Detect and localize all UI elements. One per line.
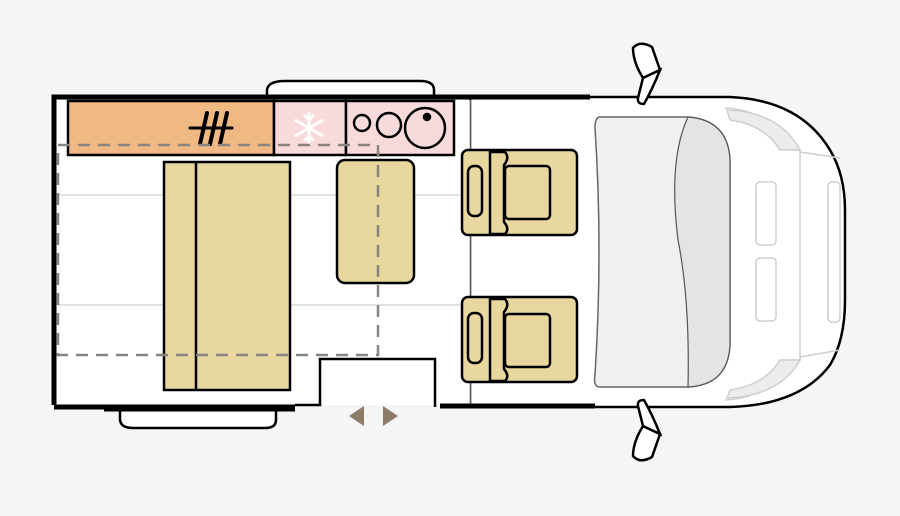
snowflake-icon: [294, 111, 324, 145]
mirror-top: [631, 42, 663, 106]
roof-window-top: [265, 79, 436, 100]
bed-outline: [56, 143, 380, 357]
mirror-bottom: [631, 398, 663, 462]
sink-icon: [188, 111, 234, 146]
awning-window-bottom: [118, 406, 278, 430]
passenger-seat: [460, 295, 579, 384]
driver-seat: [460, 148, 579, 237]
kitchen-counter: [66, 99, 276, 157]
dashboard: [674, 116, 731, 388]
table: [335, 158, 416, 285]
bench-seat: [162, 160, 292, 392]
cab-details: [724, 107, 841, 401]
burner-icon: [352, 106, 447, 150]
walls: [51, 94, 595, 412]
door-arrows-icon: [349, 406, 398, 426]
